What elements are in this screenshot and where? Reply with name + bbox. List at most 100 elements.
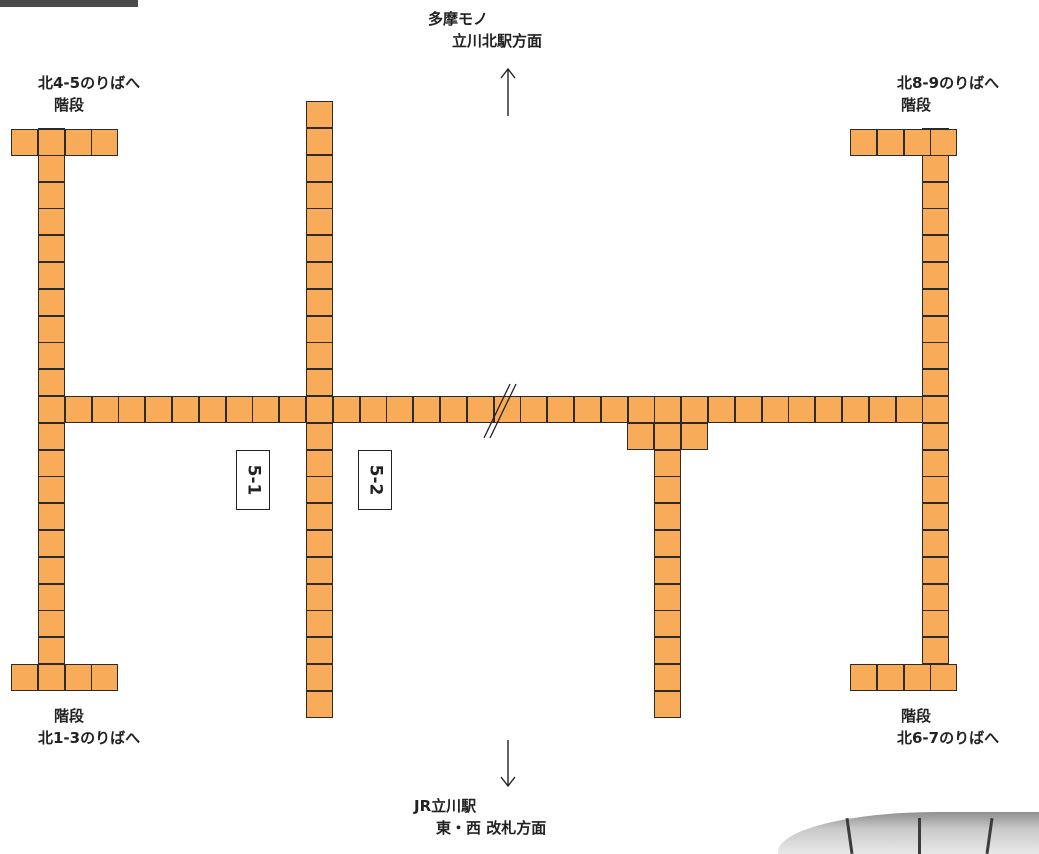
- tile-left-path: [38, 262, 65, 289]
- south-direction-line1: JR立川駅: [414, 797, 477, 815]
- tile-left-bottom-stairs: [11, 664, 38, 691]
- tile-left-bottom-stairs: [37, 664, 65, 691]
- tile-main-corridor: [118, 396, 146, 423]
- bottom-left-stairs-label: 階段 北1-3のりばへ: [38, 705, 140, 749]
- tile-main-corridor: [225, 396, 253, 423]
- bottom-right-stairs-line2: 北6-7のりばへ: [897, 729, 1000, 747]
- tile-gate-path: [306, 690, 333, 718]
- tile-left-path: [38, 530, 65, 557]
- tile-branch-warning: [627, 422, 654, 450]
- tile-right-bottom-stairs: [903, 664, 931, 691]
- tile-right-top-stairs: [876, 129, 904, 156]
- tile-right-path: [922, 422, 949, 450]
- tile-right-path: [922, 342, 949, 370]
- tile-gate-path: [306, 208, 333, 236]
- tile-gate-path: [306, 262, 333, 289]
- south-direction-label: JR立川駅 東・西 改札方面: [414, 795, 546, 839]
- tile-branch-path: [654, 664, 681, 691]
- tile-left-top-stairs: [91, 129, 119, 156]
- tile-main-corridor: [734, 396, 762, 423]
- tile-branch-path: [654, 610, 681, 638]
- tile-main-corridor: [64, 396, 92, 423]
- tile-branch-path: [654, 449, 681, 477]
- tile-main-corridor: [574, 396, 601, 423]
- south-direction-line2: 東・西 改札方面: [436, 819, 547, 837]
- double-slash-icon: [483, 383, 517, 439]
- top-left-stairs-label: 北4-5のりばへ 階段: [38, 72, 140, 116]
- tile-right-top-stairs: [930, 129, 958, 156]
- tile-left-top-stairs: [64, 129, 92, 156]
- tile-main-corridor: [279, 396, 307, 423]
- top-right-stairs-line2: 階段: [901, 96, 932, 114]
- tile-right-path: [922, 369, 949, 397]
- tile-gate-path: [306, 315, 333, 343]
- tile-left-path: [38, 369, 65, 397]
- tile-main-corridor: [681, 396, 709, 423]
- tile-branch-path: [654, 530, 681, 557]
- tile-main-corridor: [413, 396, 441, 423]
- tile-right-path: [922, 503, 949, 531]
- tile-gate-path: [306, 288, 333, 316]
- tile-branch-warning: [654, 422, 681, 450]
- north-direction-label: 多摩モノ 立川北駅方面: [428, 8, 542, 52]
- tile-right-bottom-stairs: [930, 664, 958, 691]
- tile-gate-path: [306, 476, 333, 504]
- tile-gate-path: [306, 664, 333, 691]
- tile-branch-path: [654, 556, 681, 584]
- tile-gate-path: [306, 583, 333, 611]
- arrow-up-icon: [500, 67, 516, 116]
- tile-main-corridor: [386, 396, 414, 423]
- arrow-down-icon: [500, 740, 516, 788]
- tile-right-path: [922, 530, 949, 557]
- tile-main-corridor: [654, 396, 682, 423]
- tile-left-bottom-stairs: [64, 664, 92, 691]
- tile-branch-path: [654, 503, 681, 531]
- top-left-stairs-line1: 北4-5のりばへ: [38, 74, 141, 92]
- tile-branch-path: [654, 583, 681, 611]
- tile-gate-path: [306, 154, 333, 182]
- station-photo-thumbnail: [778, 812, 1039, 854]
- tile-main-corridor: [895, 396, 923, 423]
- bottom-right-stairs-label: 階段 北6-7のりばへ: [897, 705, 999, 749]
- tile-right-path: [922, 583, 949, 611]
- bottom-right-stairs-line1: 階段: [901, 707, 932, 725]
- north-direction-line2: 立川北駅方面: [452, 32, 543, 50]
- gate-5-1-text: 5-1: [243, 464, 263, 496]
- tile-main-corridor: [466, 396, 494, 423]
- tile-right-path: [922, 181, 949, 209]
- gate-5-2-label: 5-2: [358, 450, 392, 510]
- tile-main-corridor: [600, 396, 628, 423]
- tile-main-corridor: [547, 396, 575, 423]
- tile-main-corridor: [842, 396, 869, 423]
- tile-left-path: [38, 422, 65, 450]
- tile-main-corridor: [359, 396, 387, 423]
- tile-main-corridor: [788, 396, 816, 423]
- top-right-stairs-line1: 北8-9のりばへ: [897, 74, 1000, 92]
- tile-gate-path: [306, 556, 333, 584]
- tile-main-corridor: [145, 396, 173, 423]
- tile-main-corridor: [252, 396, 280, 423]
- tile-main-corridor: [172, 396, 199, 423]
- tile-main-corridor: [815, 396, 843, 423]
- tile-right-top-stairs: [903, 129, 931, 156]
- tile-left-bottom-stairs: [91, 664, 119, 691]
- north-direction-line1: 多摩モノ: [428, 10, 489, 28]
- gate-5-2-text: 5-2: [365, 464, 385, 496]
- tile-main-corridor: [761, 396, 789, 423]
- tile-left-path: [38, 503, 65, 531]
- tile-branch-path: [654, 476, 681, 504]
- tile-left-path: [38, 610, 65, 638]
- tile-left-top-stairs: [37, 129, 65, 156]
- top-left-stairs-line2: 階段: [54, 96, 85, 114]
- tile-right-path: [922, 288, 949, 316]
- tile-left-path: [38, 583, 65, 611]
- tile-main-corridor: [332, 396, 360, 423]
- tile-left-path: [38, 235, 65, 263]
- tile-right-path: [922, 208, 949, 236]
- tile-right-path: [922, 154, 949, 182]
- tile-left-path: [38, 315, 65, 343]
- tile-right-path: [922, 315, 949, 343]
- tile-right-top-stairs: [850, 129, 877, 156]
- tile-gate-path: [306, 101, 333, 129]
- tile-left-path: [38, 342, 65, 370]
